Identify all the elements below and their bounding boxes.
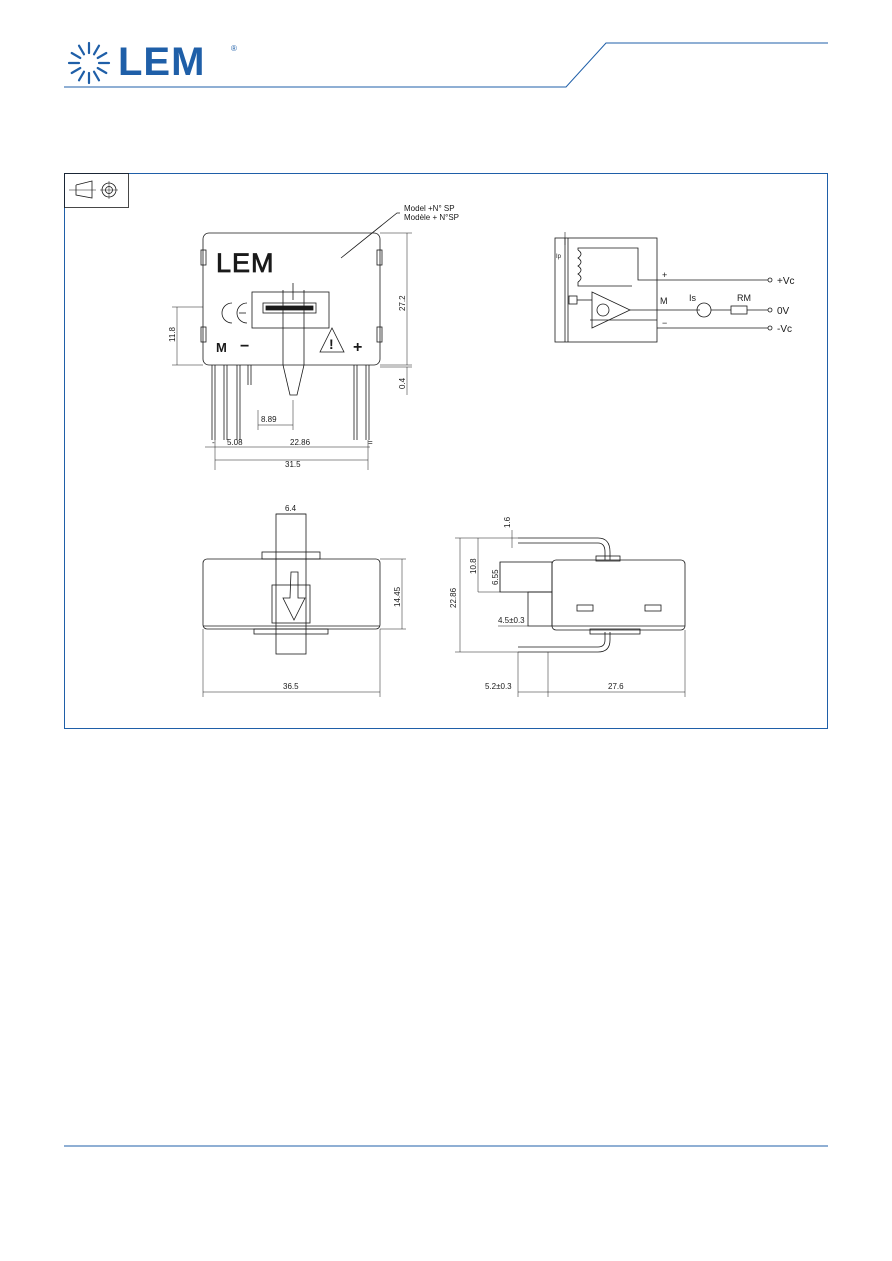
label-0v: 0V: [777, 306, 790, 317]
dim-11-8: 11.8: [168, 326, 177, 342]
svg-text:!: !: [329, 336, 334, 352]
lem-logo: LEM: [118, 40, 206, 84]
side-view: [499, 537, 686, 653]
front-view-dimension-labels: 27.2 11.8 0.4 8.89 - 5.08 22.86 = 31.5: [168, 295, 407, 469]
schematic: [554, 232, 773, 343]
side-view-dimensions: [455, 530, 686, 697]
dim-22-86-side: 22.86: [449, 587, 458, 608]
dim-31-5: 31.5: [285, 460, 301, 469]
label-rm: RM: [737, 293, 751, 303]
dim-8-89: 8.89: [261, 415, 277, 424]
model-label-en: Model +N° SP: [404, 204, 455, 213]
pin-mark-left: -: [212, 438, 215, 447]
dim-36-5: 36.5: [283, 682, 299, 691]
dim-0-4: 0.4: [398, 377, 407, 389]
body-logo: LEM: [216, 248, 275, 278]
label-is: Is: [689, 293, 697, 303]
dim-10-8: 10.8: [469, 558, 478, 574]
dim-4-5: 4.5±0.3: [498, 616, 525, 625]
schematic-labels: Ip + M − Is RM +Vc 0V -Vc: [556, 254, 795, 335]
header-rule: [64, 42, 828, 88]
dim-5-08: 5.08: [227, 438, 243, 447]
pin-mark-right: =: [368, 438, 373, 447]
top-view-dimensions: [202, 513, 406, 697]
dim-22-86-front: 22.86: [290, 438, 311, 447]
pin-label-minus: −: [240, 338, 249, 355]
lem-sunburst-icon: [67, 41, 111, 85]
front-view-labels: Model +N° SP Modèle + N°SP LEM M − +: [216, 204, 459, 356]
registered-mark: ®: [231, 44, 237, 53]
dim-27-2: 27.2: [398, 295, 407, 311]
front-view-dimensions: [172, 232, 412, 470]
label-m: M: [660, 296, 668, 306]
label-plus: +: [662, 270, 667, 280]
label-minus-vc: -Vc: [777, 324, 792, 335]
dim-5-2: 5.2±0.3: [485, 682, 512, 691]
pin-label-m: M: [216, 340, 227, 355]
label-plus-vc: +Vc: [777, 276, 795, 287]
dim-1-6: 1.6: [503, 516, 512, 528]
dim-14-45: 14.45: [393, 586, 402, 607]
dim-27-6: 27.6: [608, 682, 624, 691]
dim-6-4: 6.4: [285, 504, 297, 513]
drawing-frame: [64, 173, 828, 729]
top-view-dimension-labels: 6.4 14.45 36.5: [283, 504, 402, 691]
side-view-dimension-labels: 1.6 10.8 6.55 22.86 4.5±0.3 5.2±0.3 27.6: [449, 516, 624, 691]
dim-6-55: 6.55: [491, 569, 500, 585]
pin-label-plus: +: [353, 339, 362, 356]
label-minus: −: [662, 318, 667, 328]
projection-symbol-icon: [64, 173, 129, 208]
label-ip: Ip: [556, 254, 562, 260]
model-label-fr: Modèle + N°SP: [404, 213, 459, 222]
front-view: !: [200, 212, 400, 440]
top-view: [202, 513, 381, 655]
